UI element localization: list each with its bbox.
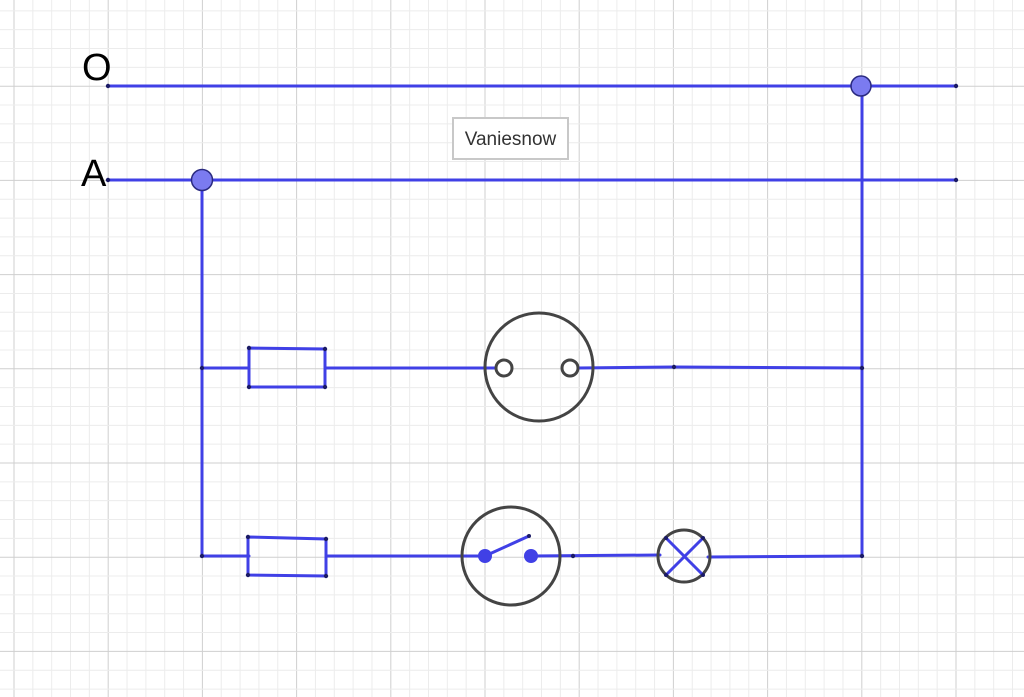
socket-pin-right	[560, 358, 580, 378]
lamp-branch-wire-3	[529, 553, 662, 558]
switch-symbol	[460, 505, 562, 607]
fuse-lamp-branch	[245, 534, 329, 579]
watermark-box: Vaniesnow	[452, 117, 569, 160]
socket-pin-left	[494, 358, 514, 378]
lamp-symbol	[656, 528, 712, 584]
label-neutral-o: O	[82, 47, 112, 89]
socket-branch-wire-4	[672, 365, 864, 370]
label-phase-a: A	[81, 153, 107, 195]
watermark-text: Vaniesnow	[465, 129, 557, 150]
junction-node-a[interactable]	[190, 168, 214, 192]
lamp-branch-wire-4	[706, 554, 864, 559]
vertex-points	[105, 83, 959, 559]
switch-contact-right	[524, 549, 538, 563]
switch-contact-left	[478, 549, 492, 563]
switch-lever	[484, 534, 530, 558]
socket-symbol	[483, 311, 595, 423]
fuse-socket-branch	[246, 345, 328, 390]
junction-node-o[interactable]	[850, 75, 872, 97]
